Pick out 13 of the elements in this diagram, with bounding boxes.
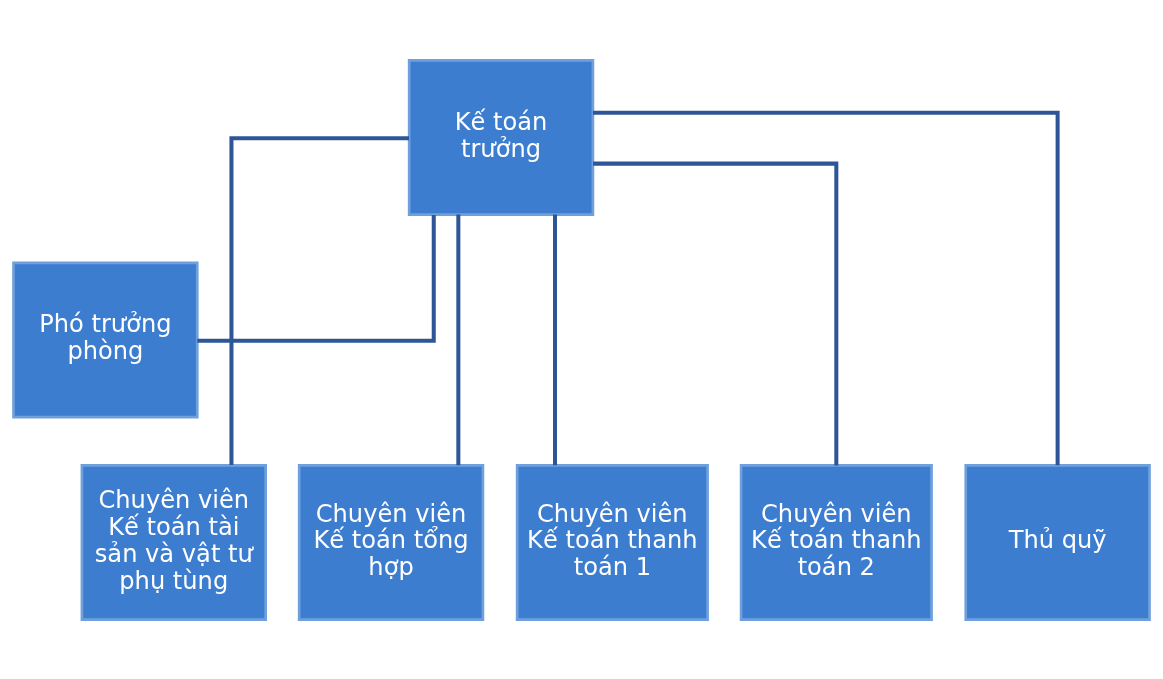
node-box: Chuyên viên Kế toán tổng hợp — [297, 463, 485, 621]
node-box: Chuyên viên Kế toán thanh toán 1 — [515, 463, 709, 621]
node-box: Chuyên viên Kế toán thanh toán 2 — [739, 463, 933, 621]
node-box: Chuyên viên Kế toán tài sản và vật tư phụ tùng — [80, 463, 267, 621]
node-box: Kế toán trưởng — [407, 58, 595, 216]
node-box: Phó trưởng phòng — [12, 261, 199, 418]
connector — [593, 161, 839, 465]
connector — [456, 214, 461, 465]
connector — [197, 214, 436, 343]
connector — [229, 135, 409, 465]
node-box: Thủ quỹ — [964, 463, 1151, 621]
connector — [592, 110, 1060, 465]
connector — [553, 214, 557, 465]
